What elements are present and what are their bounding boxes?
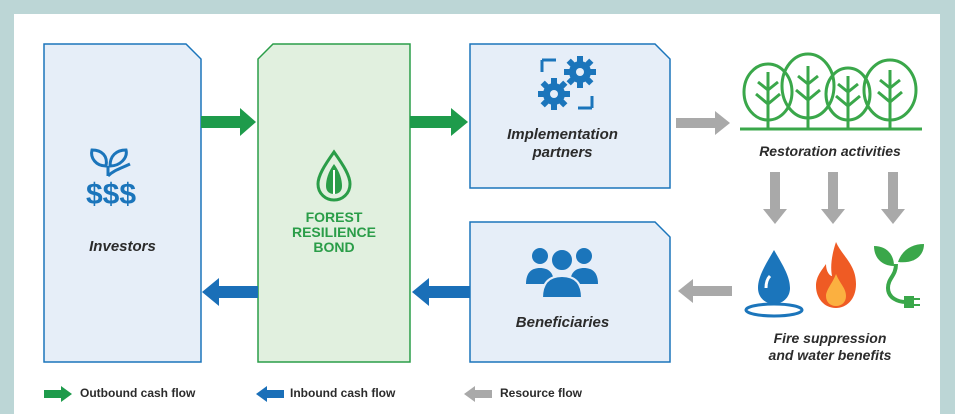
legend-outbound-label: Outbound cash flow bbox=[80, 386, 196, 400]
benefits-label-line1: Fire suppression bbox=[773, 330, 887, 346]
plant-money-icon: $$$ bbox=[86, 148, 136, 211]
implementation-label-line2: partners bbox=[532, 144, 593, 161]
bond-label-line1: FOREST bbox=[305, 209, 363, 225]
legend-inbound-arrow-icon bbox=[256, 386, 284, 402]
bond-box bbox=[257, 43, 411, 363]
arrow-restoration-down-2 bbox=[821, 172, 845, 224]
people-icon bbox=[526, 248, 598, 299]
beneficiaries-label: Beneficiaries bbox=[515, 314, 610, 331]
arrow-restoration-down-3 bbox=[881, 172, 905, 224]
legend-resource-arrow-icon bbox=[464, 386, 492, 402]
arrow-investors-to-bond bbox=[201, 108, 256, 136]
implementation-box bbox=[469, 43, 671, 189]
svg-text:$$$: $$$ bbox=[86, 178, 136, 211]
bond-label: FOREST RESILIENCE BOND bbox=[258, 210, 410, 255]
leaf-drop-icon bbox=[316, 149, 352, 202]
water-drop-icon bbox=[744, 250, 804, 318]
fire-icon bbox=[816, 242, 856, 308]
restoration-label: Restoration activities bbox=[759, 143, 901, 159]
benefits-label: Fire suppression and water benefits bbox=[732, 330, 928, 364]
plant-plug-icon bbox=[874, 244, 924, 308]
bond-label-line2: RESILIENCE bbox=[291, 224, 376, 240]
legend-outbound-arrow-icon bbox=[44, 386, 72, 402]
arrow-restoration-down-1 bbox=[763, 172, 787, 224]
gears-icon bbox=[538, 56, 596, 110]
arrow-beneficiaries-to-bond bbox=[412, 278, 470, 306]
implementation-label: Implementation partners bbox=[470, 126, 655, 162]
trees-icon bbox=[740, 52, 922, 131]
arrow-bond-to-implementation bbox=[410, 108, 468, 136]
arrow-bond-to-investors bbox=[202, 278, 258, 306]
arrow-implementation-to-restoration bbox=[676, 111, 730, 135]
implementation-label-line1: Implementation bbox=[507, 126, 618, 143]
investors-label: Investors bbox=[89, 238, 156, 255]
arrow-benefits-to-beneficiaries bbox=[678, 279, 732, 303]
legend-inbound-label: Inbound cash flow bbox=[290, 386, 396, 400]
legend-resource-label: Resource flow bbox=[500, 386, 583, 400]
bond-label-line3: BOND bbox=[313, 239, 355, 255]
benefits-label-line2: and water benefits bbox=[768, 347, 892, 363]
